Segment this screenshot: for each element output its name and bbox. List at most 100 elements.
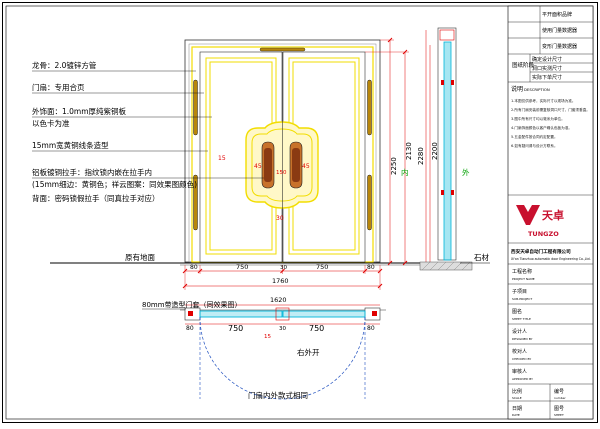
tb-notes: 1.本图仅供参考，实际尺寸以现场为准。 2.所有门扇安装前需复核洞口尺寸，门套须… [511,98,590,148]
tb-note-en: DESCRIPTION [524,87,550,92]
tb-note-5: 5.五金配件按合同约定配置。 [511,134,558,139]
tb-note-1: 1.本图仅供参考，实际尺寸以现场为准。 [511,98,576,103]
note-strip: 15mm宽黄铜线条造型 [32,140,109,150]
plan-cover-label: 80mm带造型门套（同效果图） [142,300,242,309]
note-handle-2: (15mm细边：黄铜色；祥云图案：同效果图颜色) [32,179,197,189]
tb-field-title-en: SHEET TITLE [512,317,531,321]
tungzo-logo: 天卓 TUNGZO [516,205,564,238]
tb-field-project: 工程名称 [512,268,532,275]
dim-1760: 1760 [272,277,289,285]
plan-dim-30: 30 [279,326,286,332]
note-color: 以色卡为准 [32,118,70,128]
tb-number-en: number [554,396,566,400]
dim-2130: 2130 [405,142,413,160]
tb-scale: 比例 [512,388,522,395]
plan-frame-fix-left [188,311,193,316]
logo-mark [516,205,540,225]
plan-handles [275,307,290,321]
tb-scale-en: SCALE [512,396,522,400]
left-handle-inlay [264,148,272,182]
tb-field-sub-en: SUB-PROJECT [512,297,532,301]
dim-30-center: 30 [276,215,284,222]
inside-label: 内 [401,167,409,177]
dim-80-left: 80 [190,264,198,271]
tb-stage-label: 图纸阶段 [512,61,535,69]
plan-dim-750-left: 750 [228,324,243,333]
tb-row-3: 变形门量数据器 [542,43,577,50]
tb-stage-3: 实际下单尺寸 [532,74,562,81]
same-style-label: 门扇内外款式相同 [248,390,308,400]
floor-hatch-lines [421,261,471,271]
section-head [439,29,455,41]
tb-date: 日期 [512,406,522,412]
tb-stage-1: 确定设计尺寸 [532,56,562,63]
note-leaf: 门扇：专用合页 [32,82,85,92]
frame-slot-right-top [367,79,372,136]
stone-label: 石材 [474,252,489,262]
tb-number: 编号 [554,388,564,395]
tb-company-en: Xi'an Tianzhuo automatic door Engineerin… [511,257,591,261]
dim-15-elev: 15 [218,155,226,162]
frame-slot-right-bottom [367,174,372,231]
dim-80-right: 80 [367,264,375,271]
tb-note-6: 6.如有疑问请与设计方联系。 [511,143,558,148]
plan-frame-fix-right [372,311,377,316]
swing-arc-left [199,316,283,400]
dim-750-left: 750 [236,263,248,271]
tb-field-title: 图名 [512,308,522,315]
tb-sheet: 图号 [554,406,564,412]
note-facing: 外饰面：1.0mm厚纯紫铜板 [32,106,127,116]
plan-dim-80-right: 80 [367,325,375,332]
tb-date-en: DATE [512,413,520,417]
tb-bottom: 比例 SCALE 编号 number 日期 DATE 图号 SHEET [512,388,566,417]
dim-45-right: 45 [302,163,310,170]
tb-note-4: 4.门扇饰面颜色以客户确认色板为准。 [511,125,572,130]
frame-slot-left-top [193,79,198,136]
plan-right-leaf [282,310,366,318]
dim-750-right: 750 [316,263,328,271]
open-out-label: 右外开 [297,347,320,357]
note-handle-1: 铝板镀铜拉手：指纹锁内嵌在拉手内 [32,167,152,177]
dim-ticks [182,37,408,289]
annotations: 龙骨：2.0镀锌方管 门扇：专用合页 外饰面：1.0mm厚纯紫铜板 以色卡为准 … [32,60,264,203]
dim-30-bottom: 30 [280,265,287,271]
swing-arc-right [282,316,366,400]
cloud-ornament-inner [251,128,313,202]
outside-label: 外 [462,167,470,177]
plan-view: 1620 80mm带造型门套（同效果图） 80 750 30 750 80 15… [142,296,386,400]
ground-label: 原有地面 [125,252,155,262]
sheet-border [2,2,598,423]
logo-en: TUNGZO [528,230,559,238]
tb-field-checker: 校对人 [512,348,527,355]
tb-fields: 工程名称 PROJECT NAME 子项目 SUB-PROJECT 图名 SHE… [508,268,593,385]
tb-field-project-en: PROJECT NAME [512,277,535,281]
tb-field-approver: 审核人 [512,368,527,375]
tb-field-sub: 子项目 [512,288,527,295]
tb-stage-2: 洞口实测尺寸 [532,65,562,72]
note-handle-3: 背面：密码锁假拉手（同真拉手对应） [32,193,160,203]
tb-field-designer: 设计人 [512,328,527,335]
plan-dim-1620: 1620 [270,296,287,304]
title-block: 平开面积品牌 使用门量数据器 变形门量数据器 图纸阶段 确定设计尺寸 洞口实测尺… [507,5,594,420]
dim-45-left: 45 [254,163,262,170]
right-handle-inlay [292,148,300,182]
note-frame: 龙骨：2.0镀锌方管 [32,60,97,70]
tb-sheet-en: SHEET [554,413,564,417]
dim-2250: 2250 [390,157,398,175]
logo-cn: 天卓 [542,208,564,222]
dim-150: 150 [276,170,287,176]
tb-field-approver-en: APPROVED BY [512,377,533,381]
tb-note-2: 2.所有门扇安装前需复核洞口尺寸，门套须垂直。 [511,107,590,112]
plan-left-leaf [199,310,283,318]
side-section: 2280 2200 内 外 石材 [401,27,490,271]
tb-row-1: 平开面积品牌 [542,11,572,18]
plan-dim-750-right: 750 [309,324,324,333]
tb-company: 西安天卓自动门工程有限公司 [511,248,571,255]
tb-field-designer-en: DESIGNED BY [512,337,533,341]
dim-2200: 2200 [431,142,439,160]
tb-field-checker-en: CHECKED BY [512,357,531,361]
plan-dim-15: 15 [264,334,271,340]
dim-2280: 2280 [417,147,425,165]
tb-note-3: 3.图中所有尺寸均以毫米为单位。 [511,116,565,121]
